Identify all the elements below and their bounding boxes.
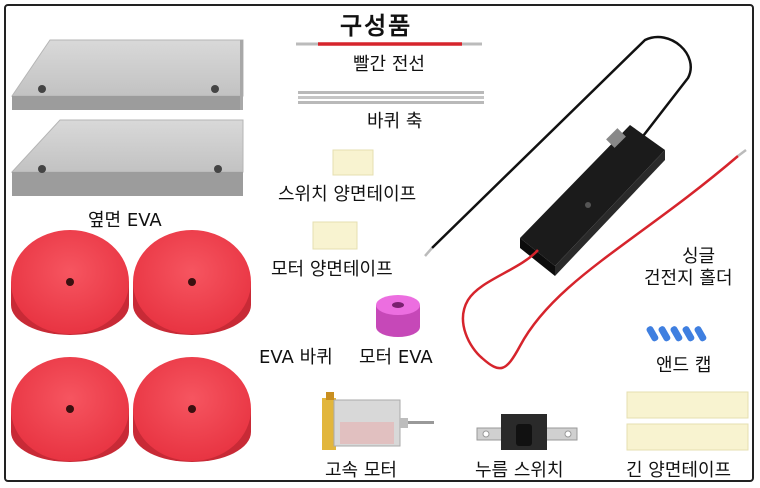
push-switch — [476, 414, 578, 450]
long-tape — [626, 391, 749, 419]
label-red-wire: 빨간 전선 — [353, 54, 425, 75]
parts-frame — [4, 4, 754, 482]
switch-tape — [332, 149, 374, 176]
label-eva-wheel: EVA 바퀴 — [259, 347, 333, 368]
label-wheel-axle: 바퀴 축 — [367, 111, 423, 132]
motor-tape — [312, 221, 358, 250]
label-switch-tape: 스위치 양면테이프 — [278, 184, 417, 205]
eva-wheel — [11, 357, 129, 462]
label-motor-eva: 모터 EVA — [359, 347, 433, 368]
motor-eva — [376, 295, 420, 337]
label-motor: 고속 모터 — [325, 460, 397, 481]
label-battery-holder-1: 싱글 — [682, 246, 716, 267]
wheel-axle — [298, 91, 484, 104]
label-side-eva: 옆면 EVA — [88, 210, 162, 231]
page-title: 구성품 — [340, 12, 413, 40]
label-long-tape: 긴 양면테이프 — [626, 460, 732, 481]
label-push-switch: 누름 스위치 — [475, 460, 564, 481]
label-end-cap: 앤드 캡 — [656, 355, 712, 376]
label-motor-tape: 모터 양면테이프 — [271, 259, 393, 280]
label-battery-holder-2: 건전지 홀더 — [644, 268, 733, 289]
battery-holder — [424, 35, 747, 370]
end-caps — [646, 326, 707, 342]
high-speed-motor — [322, 392, 434, 450]
side-eva-plate-bottom — [10, 119, 244, 196]
eva-wheel — [133, 230, 251, 335]
eva-wheel — [133, 357, 251, 462]
long-tape — [626, 423, 749, 451]
side-eva-plate-top — [11, 39, 244, 110]
eva-wheel — [11, 230, 129, 335]
